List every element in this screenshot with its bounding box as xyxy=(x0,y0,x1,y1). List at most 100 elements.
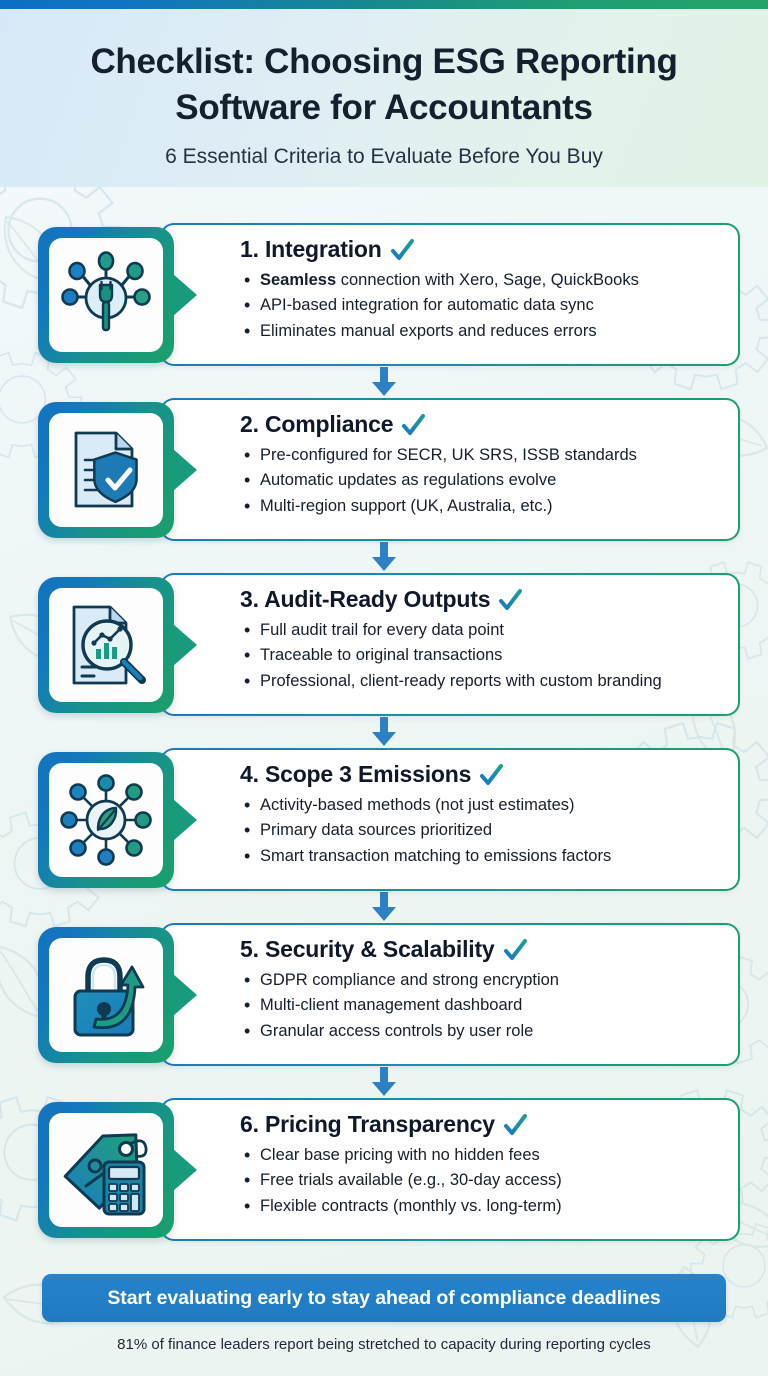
icon-tile-6 xyxy=(38,1102,197,1238)
checklist-item-1: 1. Integration Seamless connection with … xyxy=(28,223,740,398)
down-arrow-icon xyxy=(372,542,396,571)
bullet-text: Eliminates manual exports and reduces er… xyxy=(260,321,597,340)
cta-label: Start evaluating early to stay ahead of … xyxy=(107,1286,661,1309)
checklist-item-2: 2. Compliance Pre-configured for SECR, U… xyxy=(28,398,740,573)
bullet-item: Automatic updates as regulations evolve xyxy=(240,467,724,495)
bullet-text: API-based integration for automatic data… xyxy=(260,296,594,315)
icon-tile-5 xyxy=(38,927,197,1063)
page-title: Checklist: Choosing ESG Reporting Softwa… xyxy=(90,42,678,128)
checklist-item-4: 4. Scope 3 Emissions Activity-based meth… xyxy=(28,748,740,923)
icon-tile-3 xyxy=(38,577,197,713)
connector-arrow-1 xyxy=(28,366,740,398)
checklist-item-3: 3. Audit-Ready Outputs Full audit trail … xyxy=(28,573,740,748)
price-tag-calculator-icon xyxy=(49,1113,163,1227)
bullet-item: GDPR compliance and strong encryption xyxy=(240,967,724,995)
card-bullets-3: Full audit trail for every data point Tr… xyxy=(240,617,724,696)
bullet-text: Free trials available (e.g., 30-day acce… xyxy=(260,1171,562,1190)
bullet-item: Primary data sources prioritized xyxy=(240,817,724,845)
bullet-text: Multi-region support (UK, Australia, etc… xyxy=(260,496,553,515)
document-shield-check-icon xyxy=(49,413,163,527)
bullet-text: Clear base pricing with no hidden fees xyxy=(260,1146,540,1164)
card-title-text-5: 5. Security & Scalability xyxy=(240,936,495,962)
bullet-text: Pre-configured for SECR, UK SRS, ISSB st… xyxy=(260,446,637,464)
bullet-item: Traceable to original transactions xyxy=(240,642,724,670)
icon-tile-4 xyxy=(38,752,197,888)
bullet-item: Multi-client management dashboard xyxy=(240,992,724,1020)
checklist-item-6: 6. Pricing Transparency Clear base prici… xyxy=(28,1098,740,1241)
check-icon xyxy=(390,239,414,260)
bullet-text: Smart transaction matching to emissions … xyxy=(260,846,612,865)
padlock-growth-arrow-icon xyxy=(49,938,163,1052)
card-title-1: 1. Integration xyxy=(240,236,724,263)
bullet-item: Smart transaction matching to emissions … xyxy=(240,843,724,871)
bullet-item: Clear base pricing with no hidden fees xyxy=(240,1142,724,1170)
bullet-item: API-based integration for automatic data… xyxy=(240,292,724,320)
card-title-5: 5. Security & Scalability xyxy=(240,936,724,963)
page-subtitle: 6 Essential Criteria to Evaluate Before … xyxy=(165,145,603,169)
checklist-card-stack: 1. Integration Seamless connection with … xyxy=(0,187,768,1241)
bullet-text: Full audit trail for every data point xyxy=(260,621,504,639)
bullet-item: Flexible contracts (monthly vs. long-ter… xyxy=(240,1193,724,1221)
top-accent-bar xyxy=(0,0,768,9)
check-icon xyxy=(503,939,527,960)
plug-network-icon xyxy=(49,238,163,352)
bullet-text: GDPR compliance and strong encryption xyxy=(260,971,559,989)
card-body-4: 4. Scope 3 Emissions Activity-based meth… xyxy=(160,748,740,891)
card-title-text-4: 4. Scope 3 Emissions xyxy=(240,761,472,787)
icon-tile-2 xyxy=(38,402,197,538)
card-title-3: 3. Audit-Ready Outputs xyxy=(240,586,724,613)
card-title-6: 6. Pricing Transparency xyxy=(240,1111,724,1138)
bullet-item: Activity-based methods (not just estimat… xyxy=(240,792,724,820)
card-bullets-1: Seamless connection with Xero, Sage, Qui… xyxy=(240,267,724,346)
document-magnifier-chart-icon xyxy=(49,588,163,702)
bullet-item: Eliminates manual exports and reduces er… xyxy=(240,318,724,346)
icon-tile-1 xyxy=(38,227,197,363)
connector-arrow-2 xyxy=(28,541,740,573)
card-body-6: 6. Pricing Transparency Clear base prici… xyxy=(160,1098,740,1241)
card-bullets-4: Activity-based methods (not just estimat… xyxy=(240,792,724,871)
bullet-text: Granular access controls by user role xyxy=(260,1021,534,1040)
bullet-text: Multi-client management dashboard xyxy=(260,996,523,1015)
checklist-item-5: 5. Security & Scalability GDPR complianc… xyxy=(28,923,740,1098)
header: Checklist: Choosing ESG Reporting Softwa… xyxy=(0,9,768,187)
bullet-text: Activity-based methods (not just estimat… xyxy=(260,796,575,814)
card-body-1: 1. Integration Seamless connection with … xyxy=(160,223,740,366)
card-title-2: 2. Compliance xyxy=(240,411,724,438)
footnote-stat: 81% of finance leaders report being stre… xyxy=(117,1336,651,1353)
card-title-text-1: 1. Integration xyxy=(240,236,382,262)
check-icon xyxy=(480,764,504,785)
bullet-item: Multi-region support (UK, Australia, etc… xyxy=(240,493,724,521)
down-arrow-icon xyxy=(372,717,396,746)
connector-arrow-3 xyxy=(28,716,740,748)
bullet-text: Traceable to original transactions xyxy=(260,646,503,665)
bullet-text: Primary data sources prioritized xyxy=(260,821,492,840)
leaf-network-hub-icon xyxy=(49,763,163,877)
card-bullets-6: Clear base pricing with no hidden fees F… xyxy=(240,1142,724,1221)
bullet-text: connection with Xero, Sage, QuickBooks xyxy=(336,271,639,289)
card-bullets-2: Pre-configured for SECR, UK SRS, ISSB st… xyxy=(240,442,724,521)
card-title-text-3: 3. Audit-Ready Outputs xyxy=(240,586,491,612)
down-arrow-icon xyxy=(372,367,396,396)
card-title-text-2: 2. Compliance xyxy=(240,411,394,437)
bullet-item: Pre-configured for SECR, UK SRS, ISSB st… xyxy=(240,442,724,470)
card-body-2: 2. Compliance Pre-configured for SECR, U… xyxy=(160,398,740,541)
bullet-item: Full audit trail for every data point xyxy=(240,617,724,645)
cta-banner[interactable]: Start evaluating early to stay ahead of … xyxy=(42,1274,726,1322)
check-icon xyxy=(402,414,426,435)
bullet-lead: Seamless xyxy=(260,271,337,289)
card-bullets-5: GDPR compliance and strong encryption Mu… xyxy=(240,967,724,1046)
down-arrow-icon xyxy=(372,892,396,921)
bullet-item: Granular access controls by user role xyxy=(240,1018,724,1046)
bullet-text: Professional, client-ready reports with … xyxy=(260,671,662,690)
card-body-5: 5. Security & Scalability GDPR complianc… xyxy=(160,923,740,1066)
bullet-item: Free trials available (e.g., 30-day acce… xyxy=(240,1167,724,1195)
check-icon xyxy=(503,1114,527,1135)
bullet-item: Seamless connection with Xero, Sage, Qui… xyxy=(240,267,724,295)
bullet-text: Automatic updates as regulations evolve xyxy=(260,471,557,490)
down-arrow-icon xyxy=(372,1067,396,1096)
bullet-text: Flexible contracts (monthly vs. long-ter… xyxy=(260,1196,562,1215)
card-title-4: 4. Scope 3 Emissions xyxy=(240,761,724,788)
card-body-3: 3. Audit-Ready Outputs Full audit trail … xyxy=(160,573,740,716)
connector-arrow-4 xyxy=(28,891,740,923)
connector-arrow-5 xyxy=(28,1066,740,1098)
